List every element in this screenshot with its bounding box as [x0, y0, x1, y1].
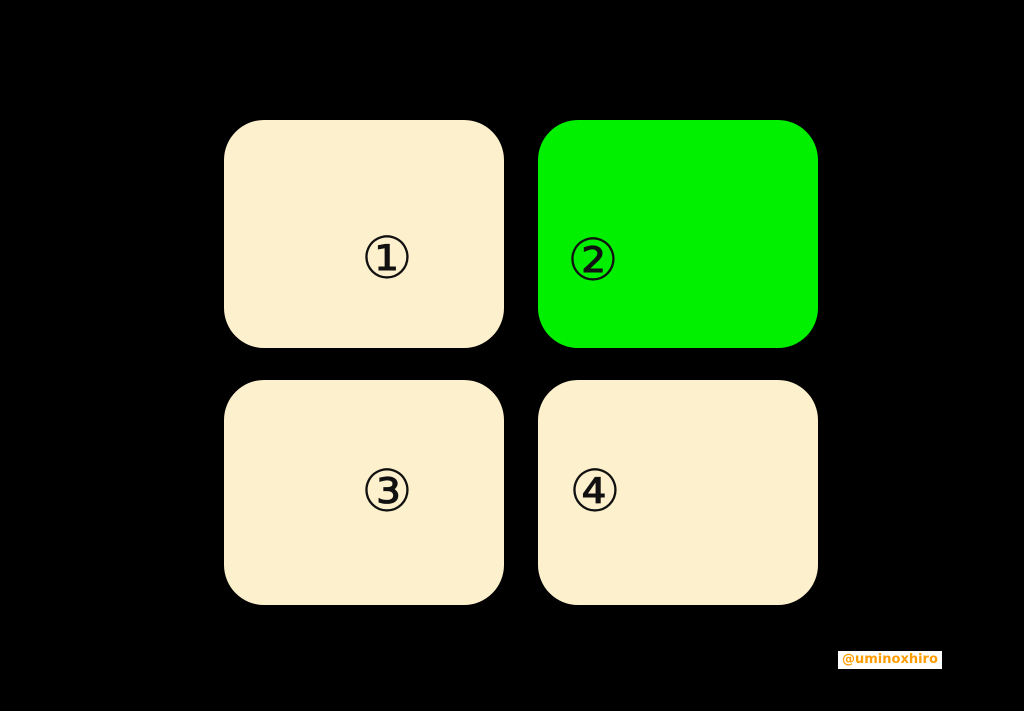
card-3[interactable]: ③ — [224, 380, 504, 605]
card-1-number-label: ① — [361, 224, 413, 292]
card-2-number-label: ② — [567, 226, 619, 294]
card-3-number-label: ③ — [361, 457, 413, 525]
card-2-highlighted[interactable]: ② — [538, 120, 818, 348]
card-4[interactable]: ④ — [538, 380, 818, 605]
watermark-credit: @uminoxhiro — [838, 651, 942, 669]
card-4-number-label: ④ — [569, 457, 621, 525]
card-1[interactable]: ① — [224, 120, 504, 348]
